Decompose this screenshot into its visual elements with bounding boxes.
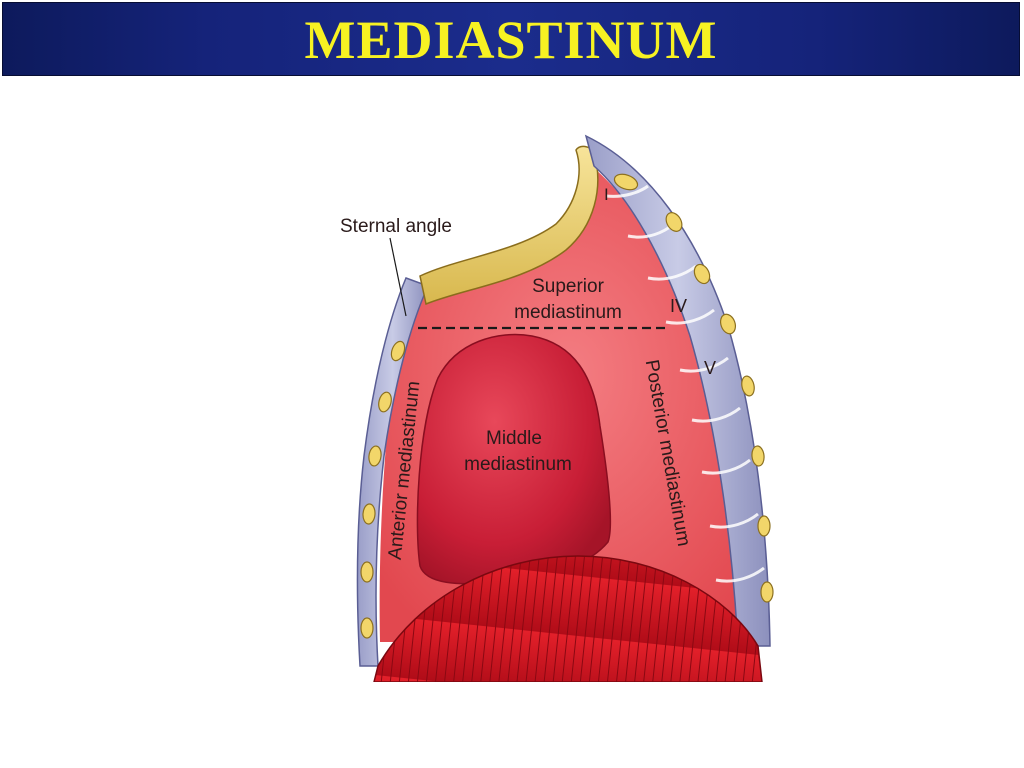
vertebra-v-label: V <box>704 358 716 378</box>
middle-mediastinum-label-1: Middle <box>486 428 542 449</box>
costal-cartilages <box>360 340 406 639</box>
sternal-angle-label: Sternal angle <box>340 216 452 237</box>
rib-heads <box>613 173 774 603</box>
heart <box>416 333 612 585</box>
middle-mediastinum-label-2: mediastinum <box>464 454 572 475</box>
intervertebral-discs <box>605 184 765 583</box>
sternum <box>419 145 599 306</box>
vertebra-iv-label: IV <box>670 296 687 316</box>
slide-title: MEDIASTINUM <box>304 10 718 70</box>
sternal-angle-pointer <box>389 237 407 317</box>
mediastinum-diagram: Sternal angle Superior mediastinum Middl… <box>318 126 800 682</box>
superior-mediastinum-label-2: mediastinum <box>514 302 622 323</box>
superior-mediastinum-label-1: Superior <box>532 276 604 297</box>
title-bar: MEDIASTINUM <box>2 2 1020 76</box>
vertebra-i-label: I <box>604 185 609 204</box>
vertebral-column <box>584 134 771 647</box>
diaphragm <box>373 555 763 682</box>
